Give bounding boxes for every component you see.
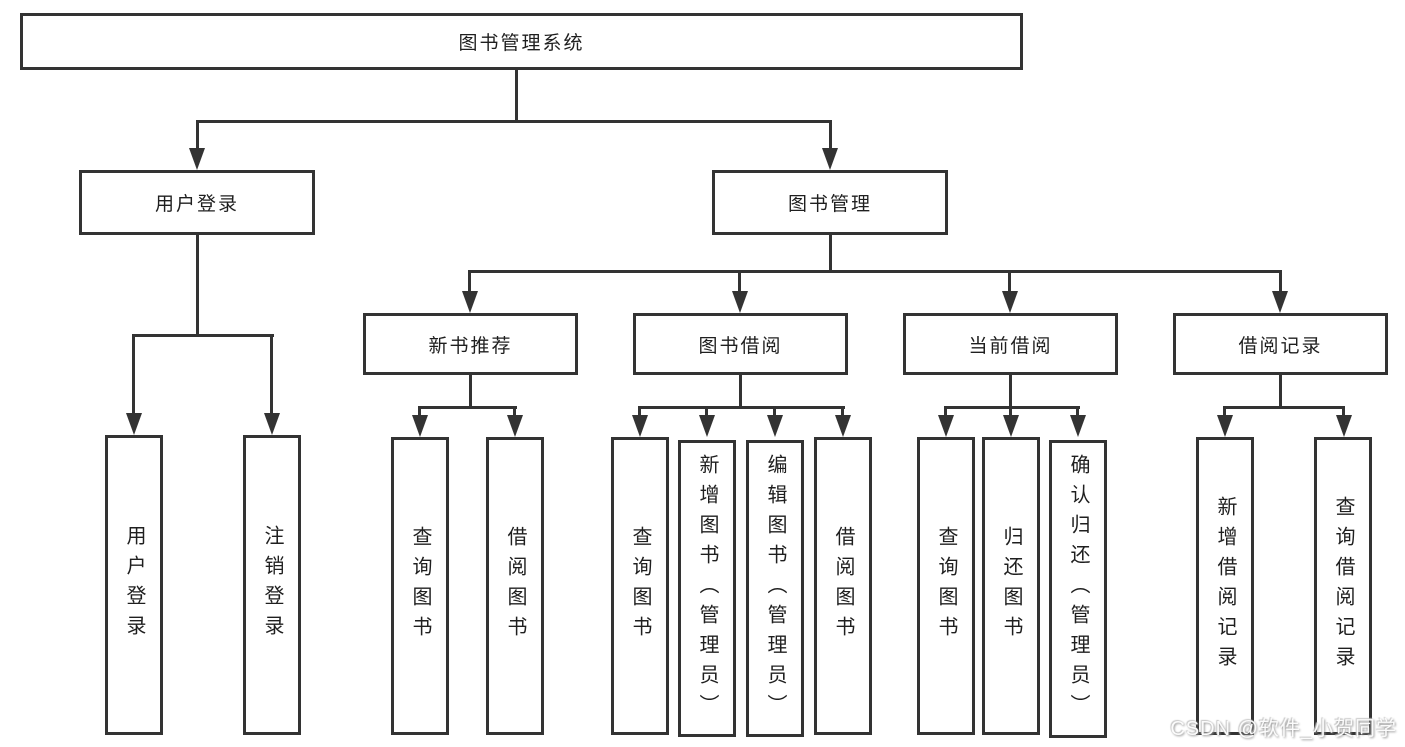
arrowhead-icon: [1002, 291, 1018, 313]
edge-line: [418, 406, 517, 409]
edge-line: [705, 406, 708, 417]
edge-line: [1223, 406, 1345, 409]
leaf-borrow-book-1-label: 借阅图书: [504, 526, 526, 646]
node-current-borrow: 当前借阅: [903, 313, 1118, 375]
arrowhead-icon: [1272, 291, 1288, 313]
edge-line: [738, 270, 741, 294]
arrowhead-icon: [1003, 415, 1019, 437]
leaf-edit-book: 编辑图书（管理员）: [746, 440, 804, 737]
node-user-login: 用户登录: [79, 170, 315, 235]
leaf-user-login: 用户登录: [105, 435, 163, 735]
edge-line: [132, 334, 274, 337]
leaf-query-book-1-label: 查询图书: [409, 526, 431, 646]
edge-line: [469, 375, 472, 409]
edge-line: [515, 70, 518, 123]
edge-line: [841, 406, 844, 417]
edge-line: [132, 334, 135, 414]
arrowhead-icon: [507, 415, 523, 437]
arrowhead-icon: [822, 148, 838, 170]
arrowhead-icon: [412, 415, 428, 437]
arrowhead-icon: [767, 415, 783, 437]
node-user-login-label: 用户登录: [154, 194, 239, 215]
edge-line: [1009, 406, 1012, 417]
edge-line: [468, 270, 471, 294]
edge-line: [773, 406, 776, 417]
node-root: 图书管理系统: [20, 13, 1023, 70]
leaf-user-login-label: 用户登录: [123, 525, 145, 645]
edge-line: [1279, 270, 1282, 294]
leaf-add-borrow-record: 新增借阅记录: [1196, 437, 1254, 735]
arrowhead-icon: [189, 148, 205, 170]
edge-line: [468, 270, 1282, 273]
arrowhead-icon: [732, 291, 748, 313]
edge-line: [418, 406, 421, 417]
node-new-book-recommend-label: 新书推荐: [428, 335, 513, 357]
edge-line: [1008, 270, 1011, 294]
leaf-query-book-2-label: 查询图书: [629, 526, 651, 646]
edge-line: [1223, 406, 1226, 417]
edge-line: [1076, 406, 1079, 417]
edge-line: [944, 406, 1080, 409]
edge-line: [1279, 375, 1282, 409]
edge-line: [638, 406, 845, 409]
leaf-query-book-1: 查询图书: [391, 437, 449, 735]
leaf-add-book: 新增图书（管理员）: [678, 440, 736, 737]
leaf-confirm-return: 确认归还（管理员）: [1049, 440, 1107, 738]
leaf-query-book-2: 查询图书: [611, 437, 669, 735]
edge-line: [944, 406, 947, 417]
leaf-logout-label: 注销登录: [261, 525, 283, 645]
leaf-add-borrow-record-label: 新增借阅记录: [1214, 496, 1236, 676]
edge-line: [196, 235, 199, 337]
node-book-borrow: 图书借阅: [633, 313, 848, 375]
node-borrow-record: 借阅记录: [1173, 313, 1388, 375]
node-book-borrow-label: 图书借阅: [698, 335, 783, 357]
node-book-management-label: 图书管理: [787, 194, 872, 215]
leaf-borrow-book-1: 借阅图书: [486, 437, 544, 735]
edge-line: [829, 235, 832, 273]
leaf-query-book-3-label: 查询图书: [935, 526, 957, 646]
node-book-management: 图书管理: [712, 170, 948, 235]
arrowhead-icon: [835, 415, 851, 437]
edge-line: [1009, 375, 1012, 409]
leaf-add-book-label: 新增图书（管理员）: [696, 453, 718, 724]
leaf-query-borrow-record-label: 查询借阅记录: [1332, 496, 1354, 676]
leaf-borrow-book-2-label: 借阅图书: [832, 526, 854, 646]
watermark: CSDN @软件_小贺同学: [1170, 718, 1397, 740]
node-root-label: 图书管理系统: [458, 33, 585, 54]
leaf-edit-book-label: 编辑图书（管理员）: [764, 453, 786, 724]
arrowhead-icon: [126, 413, 142, 435]
arrowhead-icon: [938, 415, 954, 437]
leaf-query-book-3: 查询图书: [917, 437, 975, 735]
arrowhead-icon: [462, 291, 478, 313]
edge-line: [829, 120, 832, 150]
edge-line: [513, 406, 516, 417]
edge-line: [739, 375, 742, 409]
leaf-confirm-return-label: 确认归还（管理员）: [1067, 454, 1089, 724]
arrowhead-icon: [1070, 415, 1086, 437]
arrowhead-icon: [1217, 415, 1233, 437]
leaf-logout: 注销登录: [243, 435, 301, 735]
node-borrow-record-label: 借阅记录: [1238, 335, 1323, 357]
arrowhead-icon: [699, 415, 715, 437]
leaf-borrow-book-2: 借阅图书: [814, 437, 872, 735]
edge-line: [196, 120, 199, 150]
leaf-return-book: 归还图书: [982, 437, 1040, 735]
node-new-book-recommend: 新书推荐: [363, 313, 578, 375]
arrowhead-icon: [264, 413, 280, 435]
edge-line: [638, 406, 641, 417]
arrowhead-icon: [632, 415, 648, 437]
edge-line: [270, 334, 273, 414]
node-current-borrow-label: 当前借阅: [968, 335, 1053, 357]
leaf-return-book-label: 归还图书: [1000, 526, 1022, 646]
leaf-query-borrow-record: 查询借阅记录: [1314, 437, 1372, 735]
edge-line: [1342, 406, 1345, 417]
edge-line: [196, 120, 832, 123]
arrowhead-icon: [1336, 415, 1352, 437]
